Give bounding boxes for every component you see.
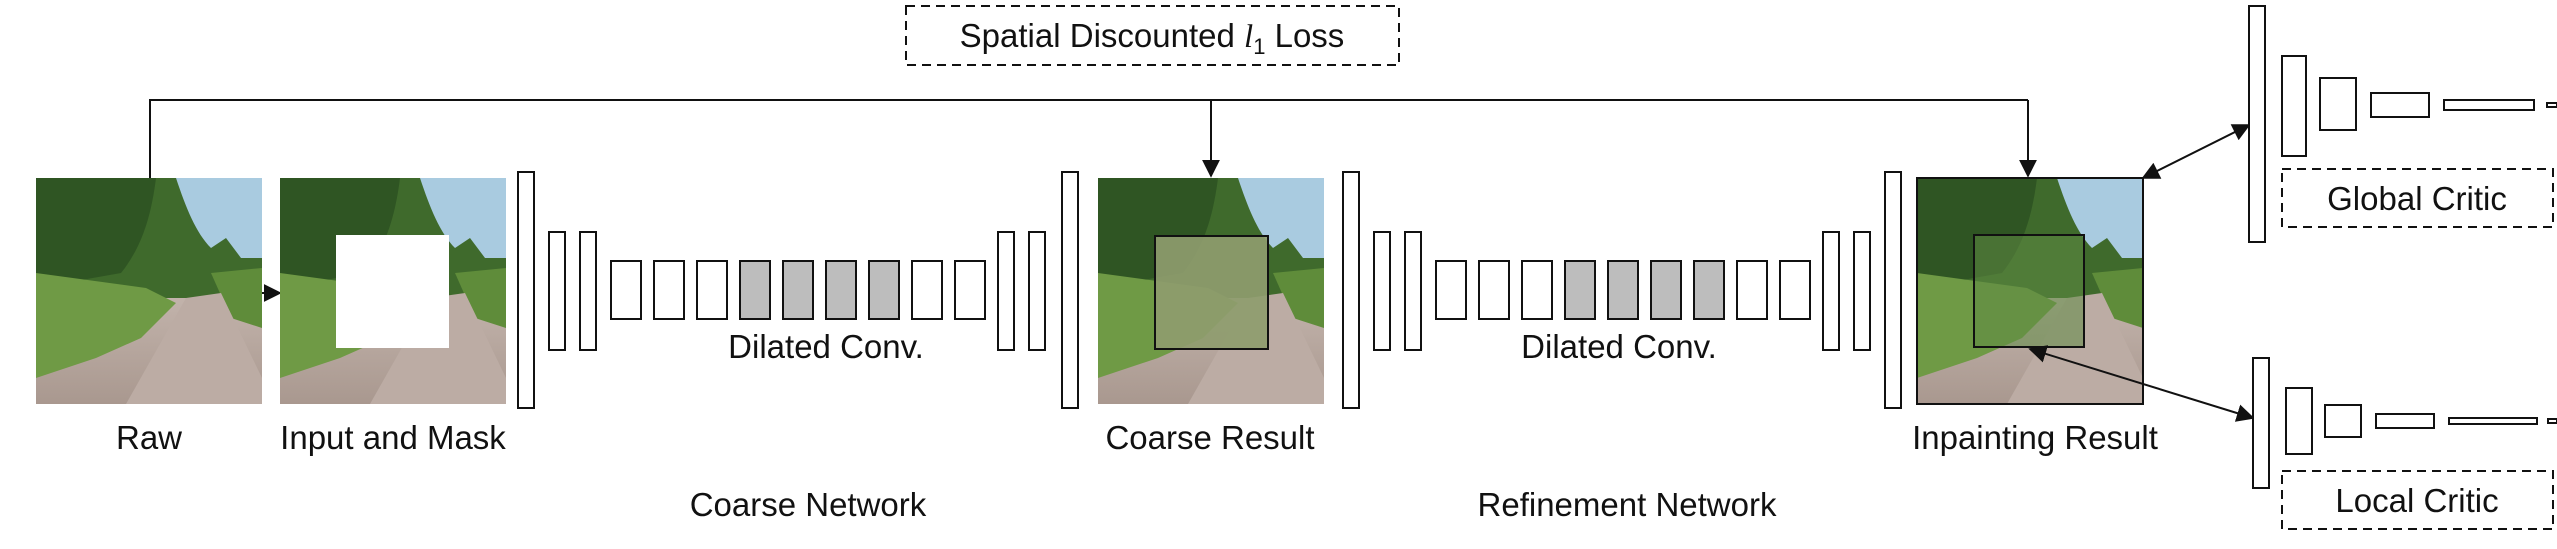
coarse-layer-4 [610,260,642,320]
coarse-dilated-label: Dilated Conv. [728,328,924,365]
refinement-network-layers [1342,171,1902,409]
local-critic-layer-6 [2547,418,2557,424]
inpainting-result-image [1916,177,2144,405]
input-mask-image [280,178,506,404]
coarse-layer-15 [1061,171,1079,409]
global-critic-layers [2248,5,2557,243]
coarse-layer-13 [997,231,1015,351]
refine-layer-8 [1607,260,1639,320]
refine-layer-9 [1650,260,1682,320]
refine-layer-14 [1853,231,1871,351]
coarse-layer-14 [1028,231,1046,351]
coarse-layer-6 [696,260,728,320]
global-critic-layer-2 [2281,55,2307,157]
coarse-layer-2 [548,231,566,351]
local-critic-box: Local Critic [2281,470,2554,530]
coarse-layer-1 [517,171,535,409]
refine-layer-2 [1373,231,1391,351]
global-critic-layer-3 [2319,77,2357,131]
mask-region [336,235,449,348]
coarse-layer-5 [653,260,685,320]
local-critic-layer-5 [2448,417,2538,425]
coarse-result-image [1098,178,1324,404]
coarse-layer-3 [579,231,597,351]
coarse-layer-10 [868,260,900,320]
coarse-network-layers [517,171,1079,409]
local-critic-layers [2252,357,2557,489]
coarse-layer-12 [954,260,986,320]
refine-layer-10 [1693,260,1725,320]
refine-layer-5 [1478,260,1510,320]
global-critic-layer-5 [2443,99,2535,111]
loss-box: Spatial Discounted l1 Loss [905,5,1400,66]
local-critic-layer-2 [2285,387,2313,455]
raw-image [36,178,262,404]
refine-layer-12 [1779,260,1811,320]
global-critic-layer-4 [2370,92,2430,118]
coarse-network-title: Coarse Network [690,486,927,523]
refine-layer-15 [1884,171,1902,409]
refine-layer-6 [1521,260,1553,320]
refine-layer-1 [1342,171,1360,409]
refinement-network-title: Refinement Network [1478,486,1777,523]
refine-layer-11 [1736,260,1768,320]
refine-layer-3 [1404,231,1422,351]
local-critic-label: Local Critic [2335,482,2498,519]
coarse-layer-9 [825,260,857,320]
input-caption: Input and Mask [280,419,506,456]
coarse-layer-7 [739,260,771,320]
loss-label: Spatial Discounted l1 Loss [960,17,1345,59]
inpaint-caption: Inpainting Result [1912,419,2158,456]
refine-layer-7 [1564,260,1596,320]
local-critic-layer-1 [2252,357,2270,489]
global-critic-box: Global Critic [2281,168,2554,228]
loss-connectors [149,99,2037,178]
refine-layer-13 [1822,231,1840,351]
global-critic-layer-6 [2546,102,2557,108]
local-critic-arrow [2028,345,2255,422]
coarse-layer-11 [911,260,943,320]
local-critic-layer-4 [2375,413,2435,429]
refine-dilated-label: Dilated Conv. [1521,328,1717,365]
coarse-caption: Coarse Result [1105,419,1314,456]
global-critic-layer-1 [2248,5,2266,243]
raw-caption: Raw [116,419,182,456]
local-critic-layer-3 [2324,404,2362,438]
refine-layer-4 [1435,260,1467,320]
coarse-layer-8 [782,260,814,320]
global-critic-label: Global Critic [2327,180,2507,217]
global-critic-arrow [2141,124,2251,179]
